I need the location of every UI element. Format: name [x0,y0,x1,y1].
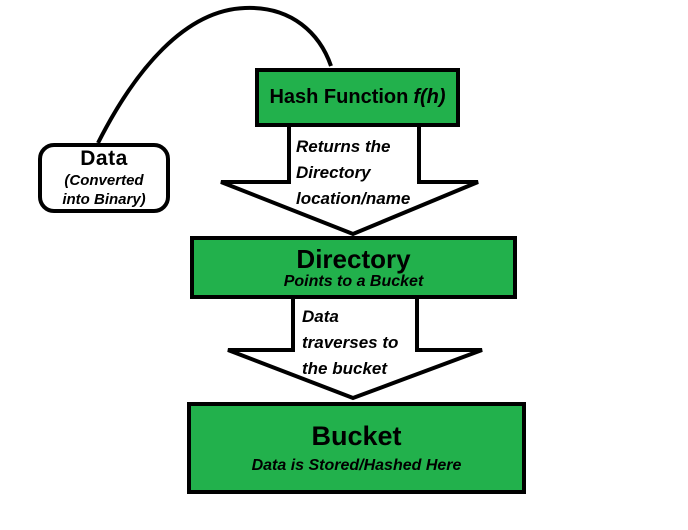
bucket-node: Bucket Data is Stored/Hashed Here [187,402,526,494]
data-node-subtitle-line1: (Converted [64,171,144,189]
directory-node-subtitle: Points to a Bucket [283,272,424,290]
arrow2-label-line3: the bucket [302,359,388,378]
arrow2-label-line1: Data [302,307,339,326]
hash-function-label-text: Hash Function [269,86,409,108]
hash-to-directory-arrow [220,123,479,237]
arrow2-label-line2: traverses to [302,333,399,352]
arrow1-label-line3: location/name [296,189,411,208]
directory-node-title: Directory [296,243,411,274]
data-node-subtitle-line2: into Binary) [62,190,146,208]
bucket-node-title: Bucket [311,421,402,451]
hash-to-directory-arrow-label: Returns the Directory location/name [296,134,410,212]
data-node: Data (Converted into Binary) [38,143,170,213]
hash-function-notation: f(h) [413,86,446,108]
arrow1-label-line2: Directory [296,163,371,182]
directory-node: Directory Points to a Bucket [190,236,517,299]
arrow1-label-line1: Returns the [296,137,391,156]
data-node-title: Data [80,147,128,171]
bucket-node-subtitle: Data is Stored/Hashed Here [251,457,462,474]
directory-to-bucket-arrow [227,294,483,401]
directory-to-bucket-arrow-label: Data traverses to the bucket [302,304,398,382]
data-to-hash-connector-line [96,5,333,144]
